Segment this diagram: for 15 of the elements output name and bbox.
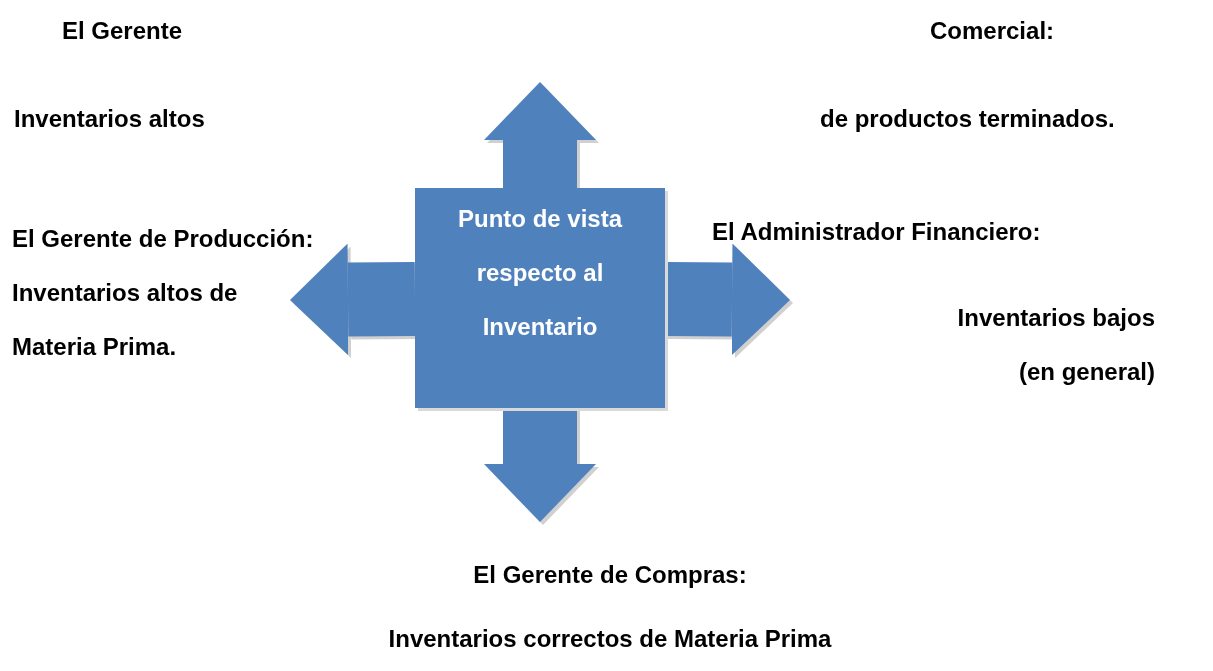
viewpoint-text: El Gerente de Compras: [472,560,748,590]
block-arrow [484,408,596,522]
viewpoint-text: Inventarios altos de Materia Prima. [12,278,239,362]
viewpoint-text: Inventarios altos [14,104,206,134]
viewpoint-text: El Gerente de Producción: [12,224,315,254]
viewpoint-text: Comercial: [930,16,1056,46]
viewpoint-text: Inventarios bajos (en general) [956,303,1155,387]
quad-arrow-center [415,188,665,408]
viewpoint-text: Inventarios correctos de Materia Prima [387,624,833,654]
viewpoint-text: El Administrador Financiero: [712,217,1042,247]
block-arrow [290,243,416,356]
block-arrow [484,82,596,188]
center-label: Punto de vista respecto al Inventario [457,204,624,342]
viewpoint-text: de productos terminados. [820,104,1116,134]
viewpoint-text: El Gerente [62,16,184,46]
